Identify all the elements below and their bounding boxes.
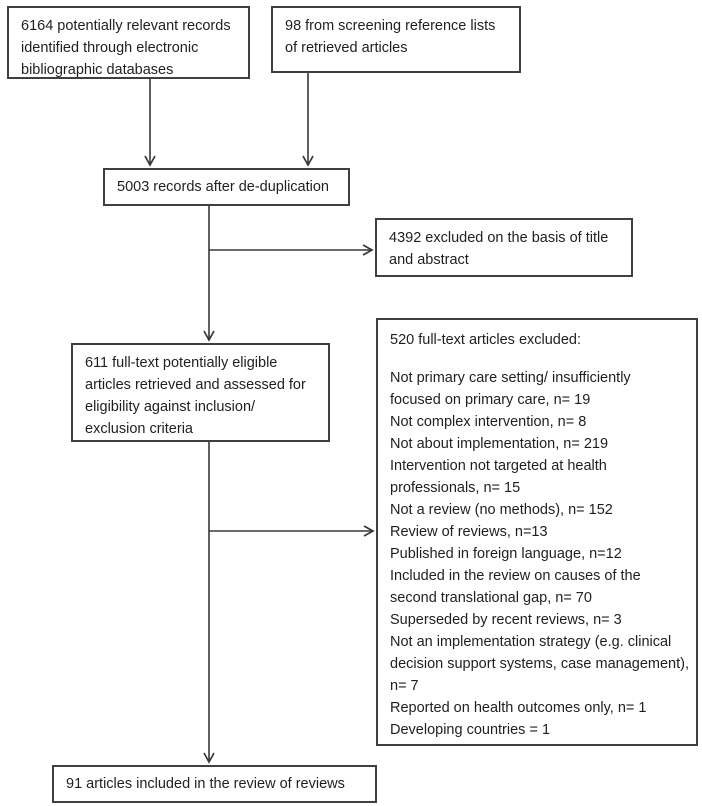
text-line: Not a review (no methods), n= 152 [390, 502, 613, 518]
text-line: Not about implementation, n= 219 [390, 436, 609, 452]
text-line: articles retrieved and assessed for [85, 377, 306, 393]
text-line: exclusion criteria [85, 421, 193, 437]
text-line: Included in the review on causes of the [390, 568, 641, 584]
text-line: professionals, n= 15 [390, 480, 521, 496]
text-line: 5003 records after de-duplication [117, 179, 329, 195]
text-line: Intervention not targeted at health [390, 458, 607, 474]
text-line: Reported on health outcomes only, n= 1 [390, 700, 647, 716]
text-line: 611 full-text potentially eligible [85, 355, 278, 371]
text-line: Published in foreign language, n=12 [390, 546, 622, 562]
box-screening-reference-lists: 98 from screening reference lists of retr… [271, 6, 521, 73]
text-line: of retrieved articles [285, 40, 408, 56]
text-line [390, 351, 684, 367]
text-line: 4392 excluded on the basis of title [389, 230, 609, 246]
text-line: focused on primary care, n= 19 [390, 392, 591, 408]
text-line: 6164 potentially relevant records [21, 18, 231, 34]
text-line: Not an implementation strategy (e.g. cli… [390, 634, 672, 650]
box-records-after-deduplication: 5003 records after de-duplication [103, 168, 350, 206]
text-line: Superseded by recent reviews, n= 3 [390, 612, 622, 628]
text-line: second translational gap, n= 70 [390, 590, 592, 606]
text-line: 91 articles included in the review of re… [66, 776, 345, 792]
box-records-identified: 6164 potentially relevant records identif… [7, 6, 250, 79]
text-line: n= 7 [390, 678, 419, 694]
text-line: 520 full-text articles excluded: [390, 332, 582, 348]
text-line: identified through electronic [21, 40, 199, 56]
text-line: bibliographic databases [21, 62, 174, 78]
text-line: and abstract [389, 252, 469, 268]
box-excluded-title-abstract: 4392 excluded on the basis of title and a… [375, 218, 633, 277]
text-line: 98 from screening reference lists [285, 18, 496, 34]
text-line: Not complex intervention, n= 8 [390, 414, 587, 430]
text-line: Developing countries = 1 [390, 722, 551, 738]
box-fulltext-assessed: 611 full-text potentially eligible articl… [71, 343, 330, 442]
text-line: Review of reviews, n=13 [390, 524, 548, 540]
box-fulltext-excluded: 520 full-text articles excluded: Not prim… [376, 318, 698, 746]
box-included-in-review: 91 articles included in the review of re… [52, 765, 377, 803]
text-line: decision support systems, case managemen… [390, 656, 689, 672]
text-line: eligibility against inclusion/ [85, 399, 256, 415]
text-line: Not primary care setting/ insufficiently [390, 370, 631, 386]
